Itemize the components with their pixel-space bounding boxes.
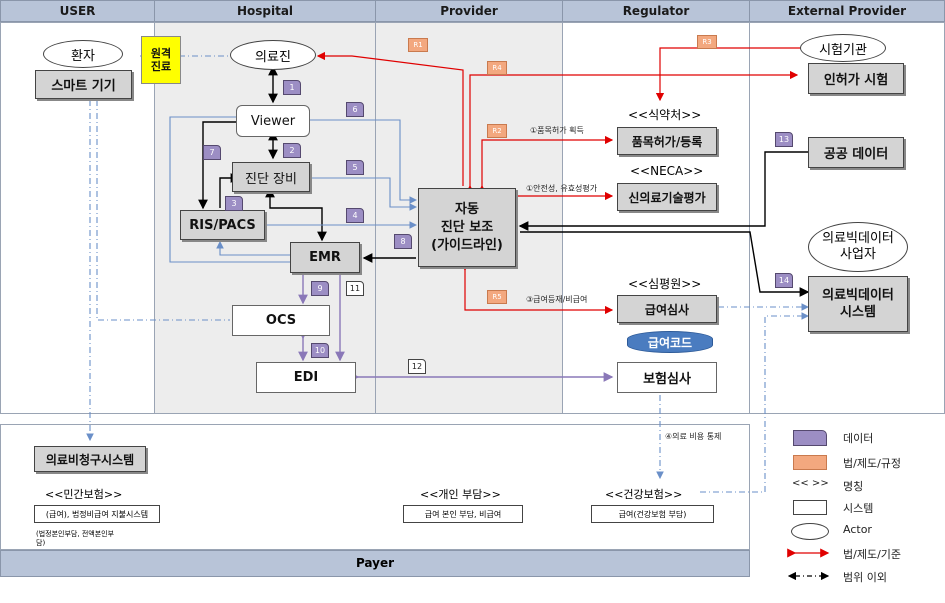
smart-device-system: 스마트 기기 [35, 70, 132, 99]
step-label-4: ④의료 비용 통제 [665, 432, 722, 441]
payer-label: Payer [0, 550, 750, 577]
step-label-1: ①품목허가 획득 [530, 126, 584, 135]
viewer-system: Viewer [236, 105, 310, 137]
legend-actor-swatch [791, 523, 829, 540]
data-tag-14: 14 [775, 273, 793, 288]
law-tag-r5: R5 [487, 290, 507, 304]
legend-law-swatch [793, 455, 827, 470]
data-tag-11: 11 [346, 281, 364, 296]
data-tag-7: 7 [203, 145, 221, 160]
data-tag-13: 13 [775, 132, 793, 147]
bigdata-system: 의료빅데이터 시스템 [808, 276, 908, 332]
new-tech-eval-system: 신의료기술평가 [617, 183, 717, 211]
bigdata-operator-actor: 의료빅데이터 사업자 [808, 222, 908, 272]
ris-pacs-system: RIS/PACS [180, 210, 265, 240]
remote-care-note: 원격 진료 [141, 36, 181, 84]
patient-actor: 환자 [43, 40, 123, 68]
law-tag-r1: R1 [408, 38, 428, 52]
auto-diag-system: 자동 진단 보조 (가이드라인) [418, 188, 516, 267]
ocs-system: OCS [232, 305, 330, 336]
neca-title: <<NECA>> [630, 164, 704, 178]
legend-system-swatch [793, 500, 827, 515]
payer-area [0, 424, 750, 550]
personal-title: <<개인 부담>> [420, 488, 501, 501]
legend-out-scope-label: 범위 이외 [843, 571, 887, 584]
data-tag-6: 6 [346, 102, 364, 117]
data-tag-3: 3 [225, 196, 243, 211]
lane-header-user: USER [0, 0, 155, 22]
private-ins-note: (법정본인부담, 전액본인부 담) [36, 530, 115, 547]
legend-name-label: 명칭 [843, 480, 864, 493]
edi-system: EDI [256, 362, 356, 393]
legend-actor-label: Actor [843, 523, 872, 536]
private-ins-title: <<민간보험>> [45, 488, 123, 501]
nhis-system: 급여(건강보험 부담) [591, 505, 714, 523]
data-tag-12: 12 [408, 359, 426, 374]
legend-system-label: 시스템 [843, 502, 874, 515]
benefit-code-database: 급여코드 [627, 331, 713, 353]
lane-header-external: External Provider [749, 0, 945, 22]
hira-title: <<심평원>> [628, 277, 702, 291]
data-tag-2: 2 [283, 143, 301, 158]
diag-equipment-system: 진단 장비 [232, 162, 310, 192]
law-tag-r4: R4 [487, 61, 507, 75]
data-tag-8: 8 [394, 234, 412, 249]
lane-header-regulator: Regulator [562, 0, 750, 22]
insurance-review-system: 보험심사 [617, 362, 717, 393]
test-agency-actor: 시험기관 [800, 34, 886, 62]
legend-law-std-label: 법/제도/기준 [843, 548, 902, 561]
mfds-title: <<식약처>> [628, 108, 702, 122]
personal-system: 급여 본인 부담, 비급여 [403, 505, 523, 523]
step-label-3: ③급여등재/비급여 [526, 295, 588, 304]
public-data-system: 공공 데이터 [808, 137, 904, 168]
data-tag-9: 9 [311, 281, 329, 296]
private-ins-system: (급여), 법정비급여 지불시스템 [34, 505, 160, 523]
data-tag-4: 4 [346, 208, 364, 223]
legend-data-label: 데이터 [843, 432, 874, 445]
emr-system: EMR [290, 242, 360, 273]
data-tag-1: 1 [283, 80, 301, 95]
lane-header-provider: Provider [375, 0, 563, 22]
step-label-2: ①안전성, 유효성평가 [526, 184, 598, 193]
claim-system: 의료비청구시스템 [34, 446, 146, 472]
legend-name-symbol: << >> [792, 478, 829, 489]
legend-law-label: 법/제도/규정 [843, 457, 902, 470]
benefit-review-system: 급여심사 [617, 295, 717, 323]
data-tag-5: 5 [346, 160, 364, 175]
licensed-test-system: 인허가 시험 [808, 63, 904, 94]
product-approval-system: 품목허가/등록 [617, 127, 717, 155]
nhis-title: <<건강보험>> [605, 488, 683, 501]
law-tag-r2: R2 [487, 124, 507, 138]
legend-data-swatch [793, 430, 827, 446]
doctor-actor: 의료진 [230, 40, 316, 70]
law-tag-r3: R3 [697, 35, 717, 49]
lane-header-hospital: Hospital [154, 0, 376, 22]
data-tag-10: 10 [311, 343, 329, 358]
